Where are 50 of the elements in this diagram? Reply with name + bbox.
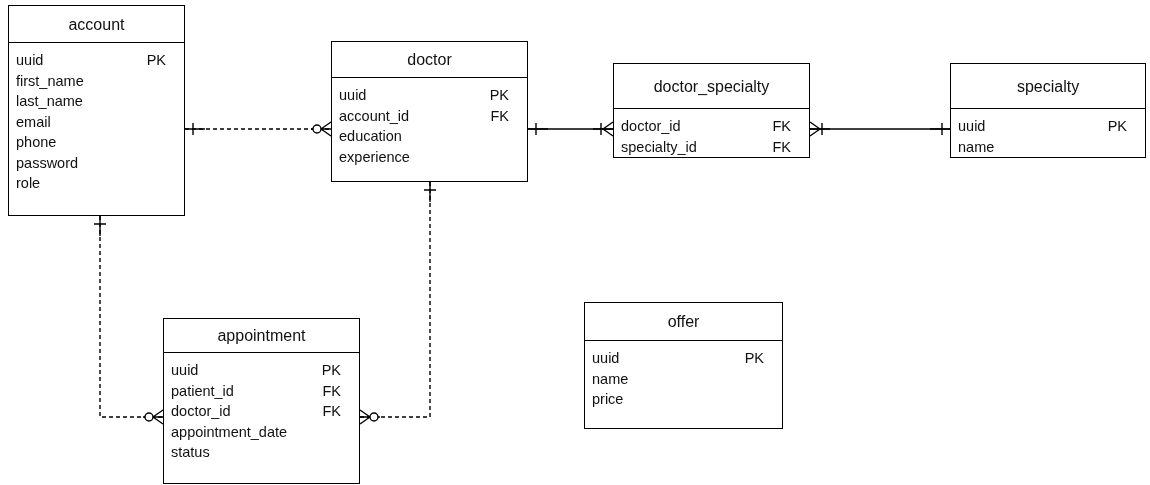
column-name: role bbox=[16, 174, 41, 192]
column-name: name bbox=[958, 137, 995, 156]
entity-table bbox=[8, 5, 185, 216]
key-label: PK bbox=[489, 86, 509, 104]
table-name: appointment bbox=[164, 319, 359, 353]
key-label: FK bbox=[772, 137, 791, 156]
column-name: doctor_id bbox=[171, 402, 231, 420]
entity-table bbox=[613, 63, 810, 158]
entity-table bbox=[950, 63, 1146, 158]
table-name: doctor bbox=[332, 42, 527, 78]
column-name: uuid bbox=[958, 117, 986, 135]
column-name: uuid bbox=[592, 349, 620, 367]
column-name: first_name bbox=[16, 71, 84, 90]
column-name: appointment_date bbox=[171, 422, 288, 441]
column-name: uuid bbox=[339, 86, 367, 104]
key-label: PK bbox=[146, 51, 166, 69]
relationship-line bbox=[184, 121, 332, 137]
column-name: email bbox=[16, 112, 51, 131]
column-name: uuid bbox=[171, 361, 199, 379]
column-name: account_id bbox=[339, 106, 410, 125]
column-name: status bbox=[171, 443, 210, 461]
relationship-line bbox=[93, 215, 164, 425]
key-label: PK bbox=[744, 349, 764, 367]
column-name: name bbox=[592, 369, 629, 388]
column-name: last_name bbox=[16, 92, 83, 110]
column-name: specialty_id bbox=[621, 137, 697, 156]
column-name: password bbox=[16, 153, 79, 172]
column-name: education bbox=[339, 127, 402, 145]
column-name: phone bbox=[16, 133, 57, 151]
entity-table bbox=[163, 318, 360, 484]
key-label: FK bbox=[322, 402, 341, 420]
key-label: FK bbox=[490, 106, 509, 125]
table-name: specialty bbox=[951, 64, 1145, 109]
key-label: PK bbox=[321, 361, 341, 379]
column-name: doctor_id bbox=[621, 117, 681, 135]
key-label: PK bbox=[1107, 117, 1127, 135]
key-label: FK bbox=[772, 117, 791, 135]
table-name: account bbox=[9, 6, 184, 43]
column-name: experience bbox=[339, 147, 410, 166]
column-name: uuid bbox=[16, 51, 44, 69]
column-name: price bbox=[592, 390, 624, 408]
key-label: FK bbox=[322, 381, 341, 400]
table-name: doctor_specialty bbox=[614, 64, 809, 109]
table-name: offer bbox=[585, 303, 782, 341]
relationship-line bbox=[809, 121, 951, 137]
entity-table bbox=[331, 41, 528, 182]
relationship-line bbox=[527, 121, 614, 137]
column-name: patient_id bbox=[171, 381, 234, 400]
relationship-line bbox=[359, 181, 437, 425]
entity-table bbox=[584, 302, 783, 429]
